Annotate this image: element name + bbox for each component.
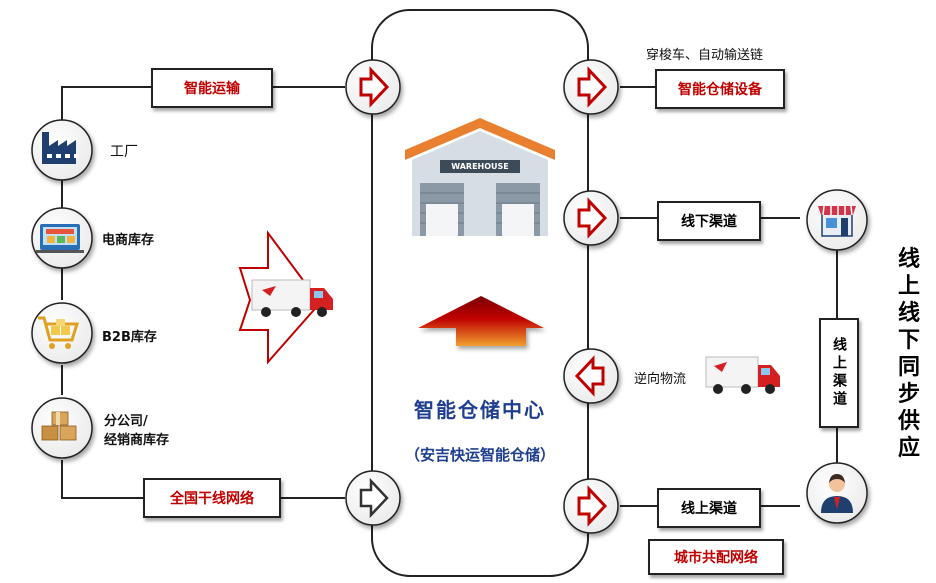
ecommerce-icon: [36, 224, 84, 253]
city-network-label: 城市共配网络: [648, 539, 784, 575]
b2b-label: B2B库存: [102, 330, 157, 345]
central-hub: [371, 9, 589, 577]
hub-arrow-out-offline: [563, 190, 619, 246]
truck-icon-right: [705, 356, 780, 394]
warehouse-sign: WAREHOUSE: [451, 162, 509, 171]
center-subtitle: （安吉快运智能仓储）: [404, 446, 555, 464]
sync-supply-label: 线上线下 同步供应: [897, 246, 920, 461]
equipment-caption: 穿梭车、自动输送链: [646, 48, 764, 63]
smart-transport-label: 智能运输: [151, 68, 273, 108]
up-arrow-icon: [418, 296, 544, 346]
hub-arrow-in-bottom: [345, 470, 401, 526]
ecommerce-label: 电商库存: [102, 233, 155, 248]
factory-icon: [42, 132, 78, 164]
truck-icon-left: [251, 279, 333, 317]
center-title: 智能仓储中心: [414, 398, 546, 422]
trunk-network-label: 全国干线网络: [143, 478, 281, 518]
hub-arrow-in-top: [345, 59, 401, 115]
dealer-label-line1: 分公司/: [104, 414, 148, 429]
hub-arrow-reverse: [563, 348, 619, 404]
offline-channel-label: 线下渠道: [657, 201, 761, 241]
online-channel-label: 线上渠道: [657, 488, 761, 528]
online-channel-vertical-label: 线上渠道: [819, 318, 859, 428]
cart-icon: [38, 316, 80, 349]
boxes-icon: [41, 411, 77, 441]
hub-arrow-out-equipment: [563, 59, 619, 115]
hub-arrow-out-online: [563, 478, 619, 534]
person-icon: [821, 474, 853, 513]
store-icon: [818, 205, 856, 237]
warehouse-icon: [405, 118, 555, 236]
factory-label: 工厂: [110, 144, 138, 160]
node-person: [806, 462, 868, 524]
dealer-label-line2: 经销商库存: [104, 433, 170, 448]
smart-equipment-label: 智能仓储设备: [655, 69, 785, 109]
reverse-logistics-label: 逆向物流: [634, 372, 687, 387]
